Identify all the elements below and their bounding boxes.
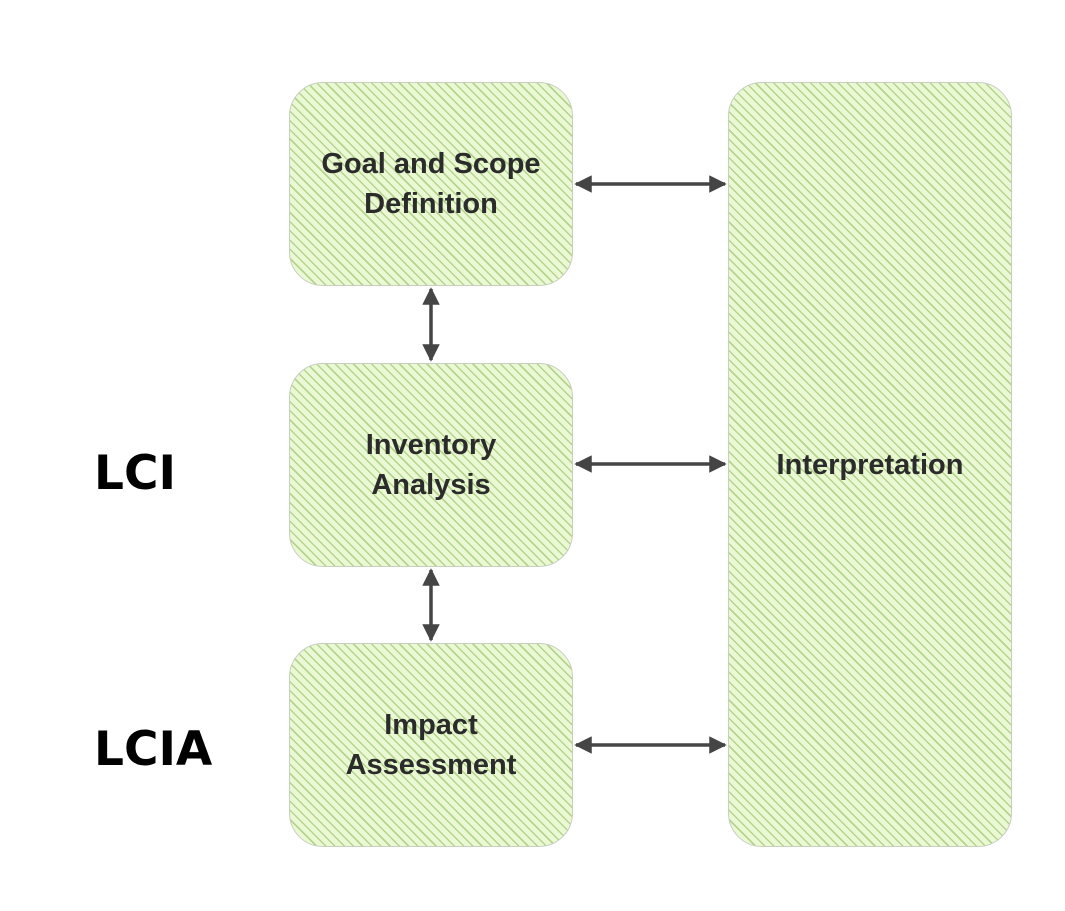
inventory-analysis-label: Inventory Analysis [365,429,497,501]
interpretation-label: Interpretation [776,448,964,481]
goal-and-scope-label: Goal and Scope Definition [321,148,541,220]
impact-assessment-label: Impact Assessment [345,709,517,781]
goal-and-scope-box: Goal and Scope Definition [289,82,573,286]
impact-assessment-box: Impact Assessment [289,643,573,847]
lcia-label: LCIA [94,722,213,777]
inventory-analysis-box: Inventory Analysis [289,363,573,567]
interpretation-box: Interpretation [728,82,1012,847]
lci-label: LCI [94,446,176,501]
